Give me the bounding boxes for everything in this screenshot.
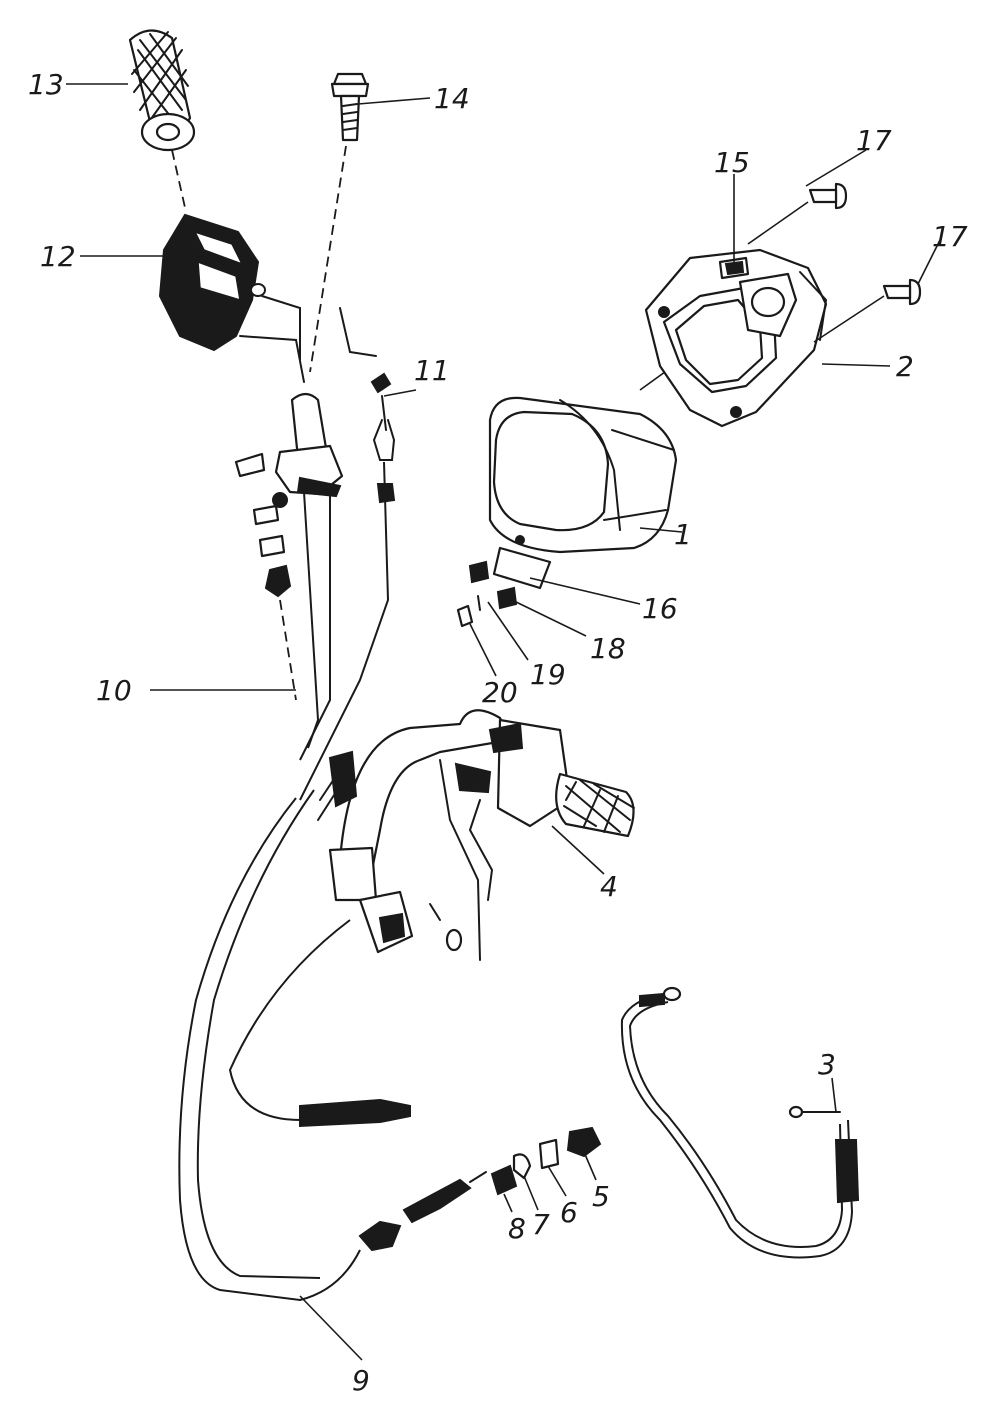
callout-14: 14 [434,82,470,115]
callout-11: 11 [414,354,450,387]
cable-end-part [299,372,396,801]
callout-20: 20 [482,676,518,709]
callout-5: 5 [592,1180,610,1213]
callout-12: 12 [40,240,76,273]
screw-part-lower [882,278,922,306]
gauge-panel-part [644,248,828,428]
screw-part-upper [808,182,848,210]
callout-16: 16 [642,592,678,625]
callout-19: 19 [530,658,566,691]
callout-1: 1 [674,518,692,551]
small-fittings-part [490,1126,602,1196]
callout-17-upper: 17 [856,124,892,157]
handlebar-part [317,709,635,961]
separate-cable-part [620,986,860,1259]
callout-15: 15 [714,146,750,179]
left-grip-part [128,29,196,152]
bolt-part [330,72,370,142]
callout-9: 9 [352,1364,370,1397]
callout-17-lower: 17 [932,220,968,253]
callout-10: 10 [96,674,132,707]
callout-18: 18 [590,632,626,665]
speedometer-housing-part [456,396,678,628]
callout-7: 7 [532,1208,550,1241]
throttle-housing-part [158,213,266,352]
callout-8: 8 [508,1212,526,1245]
callout-6: 6 [560,1196,578,1229]
callout-4: 4 [600,870,618,903]
callout-2: 2 [896,350,914,383]
callout-13: 13 [28,68,64,101]
choke-cable-part [178,789,487,1302]
throttle-cable-part [234,392,344,761]
callout-3: 3 [818,1048,836,1081]
